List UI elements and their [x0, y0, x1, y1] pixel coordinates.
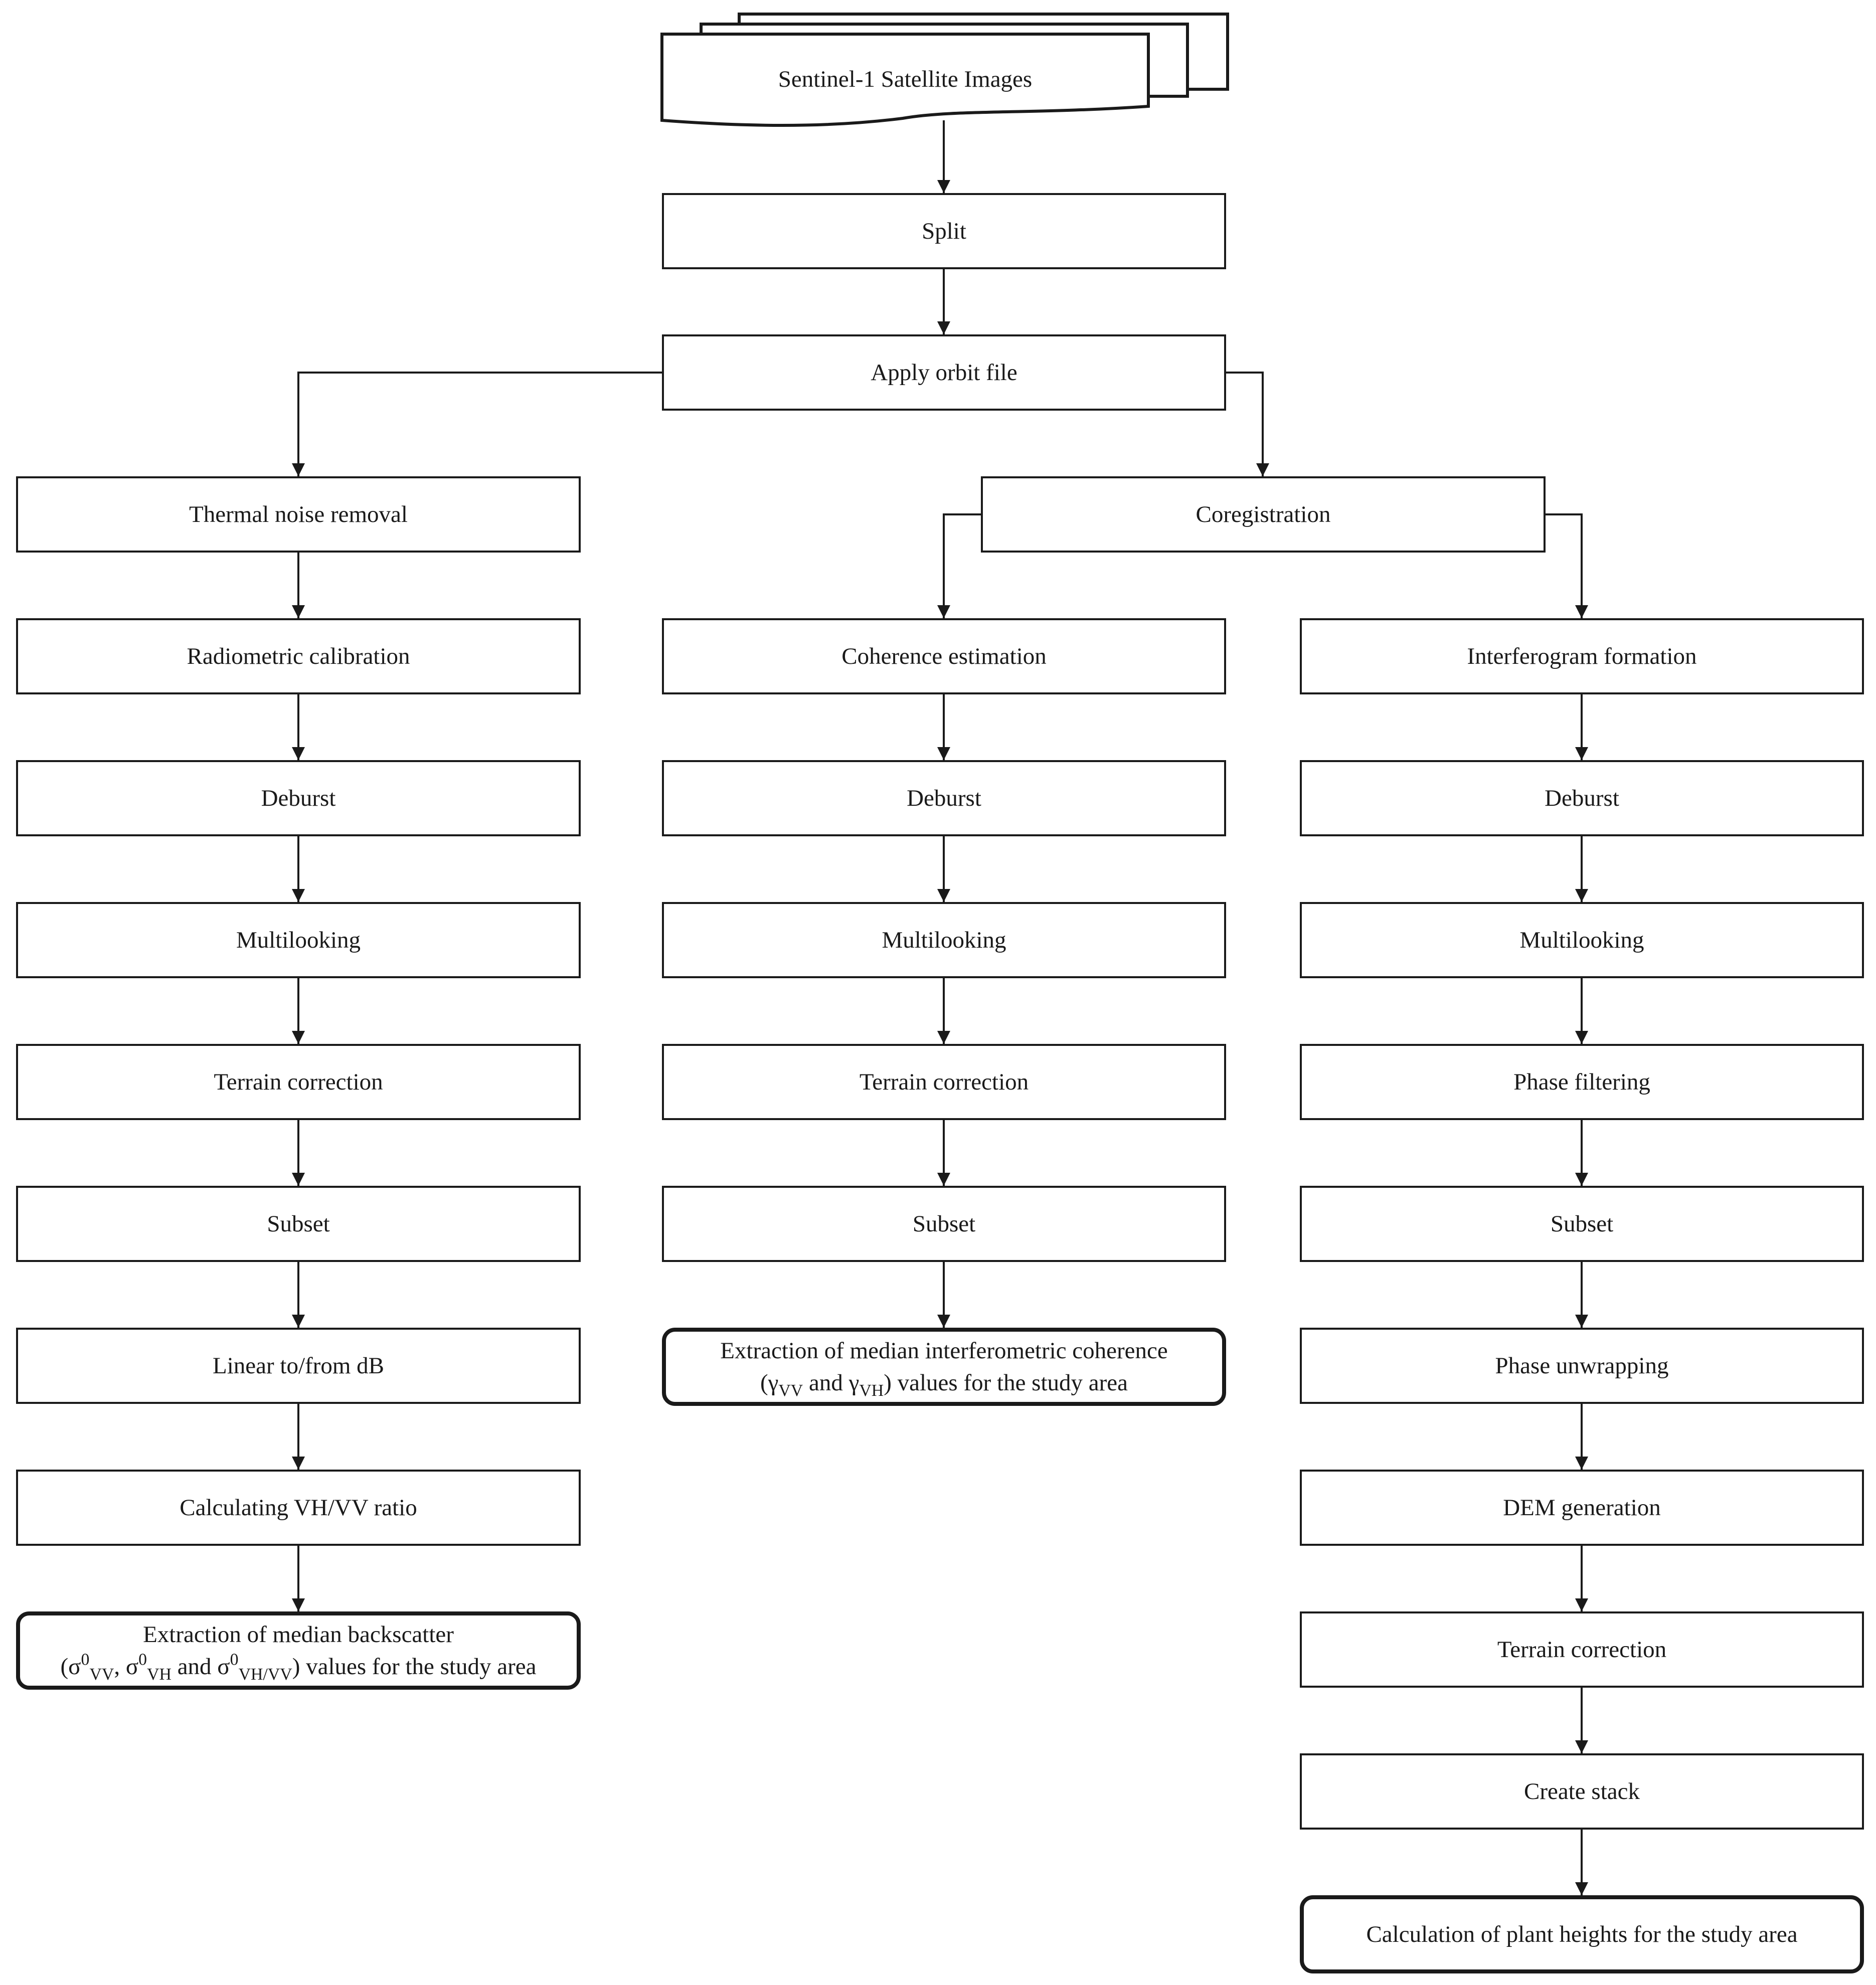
- interferogram-output: Calculation of plant heights for the stu…: [1300, 1895, 1864, 1973]
- backscatter-output-text: Extraction of median backscatter (σ0VV, …: [61, 1618, 537, 1683]
- interferogram-step-subset: Subset: [1300, 1186, 1864, 1262]
- coherence-output: Extraction of median interferometric coh…: [662, 1328, 1226, 1406]
- apply-orbit-step: Apply orbit file: [662, 334, 1226, 411]
- arrow-orbit-to-thermal: [292, 372, 662, 476]
- source-document-stack: [660, 13, 1229, 127]
- backscatter-step-linear-db: Linear to/from dB: [16, 1328, 581, 1404]
- interferogram-step-deburst: Deburst: [1300, 760, 1864, 836]
- interferogram-step-phase-filtering: Phase filtering: [1300, 1044, 1864, 1120]
- step-label: Terrain correction: [1497, 1637, 1667, 1663]
- backscatter-step-thermal-noise: Thermal noise removal: [16, 476, 581, 553]
- step-label: Multilooking: [882, 927, 1006, 953]
- arrow-coreg-to-interferogram: [1546, 513, 1588, 618]
- step-label: Calculating VH/VV ratio: [180, 1495, 417, 1521]
- backscatter-step-multilooking: Multilooking: [16, 902, 581, 978]
- step-label: Create stack: [1524, 1778, 1640, 1804]
- step-label: Terrain correction: [214, 1069, 383, 1095]
- source-label-text: Sentinel-1 Satellite Images: [778, 66, 1033, 92]
- output-close: ) values for the study area: [884, 1370, 1128, 1396]
- interferogram-step-dem-generation: DEM generation: [1300, 1470, 1864, 1546]
- output-sep-a: , σ: [114, 1654, 139, 1680]
- interferogram-output-text: Calculation of plant heights for the stu…: [1366, 1921, 1798, 1947]
- step-label: Subset: [267, 1211, 330, 1237]
- sigma-sup-a: 0: [81, 1650, 90, 1669]
- split-step: Split: [662, 193, 1226, 269]
- sigma-sup-c: 0: [230, 1650, 239, 1669]
- output-sep: and γ: [803, 1370, 860, 1396]
- interferogram-step-create-stack: Create stack: [1300, 1753, 1864, 1830]
- backscatter-step-vh-vv-ratio: Calculating VH/VV ratio: [16, 1470, 581, 1546]
- sigma-sub-vh-vv: VH/VV: [238, 1665, 292, 1684]
- apply-orbit-label: Apply orbit file: [871, 359, 1017, 386]
- coherence-step-estimation: Coherence estimation: [662, 618, 1226, 694]
- output-open: (γ: [760, 1370, 779, 1396]
- output-line-1: Extraction of median interferometric coh…: [720, 1338, 1168, 1364]
- backscatter-step-radiometric-calibration: Radiometric calibration: [16, 618, 581, 694]
- split-label: Split: [922, 218, 966, 244]
- interferogram-step-formation: Interferogram formation: [1300, 618, 1864, 694]
- backscatter-step-terrain-correction: Terrain correction: [16, 1044, 581, 1120]
- step-label: Interferogram formation: [1467, 643, 1697, 669]
- output-line-1: Extraction of median backscatter: [143, 1621, 454, 1648]
- sigma-sub-vh: VH: [147, 1665, 172, 1684]
- document-page-front: [660, 33, 1150, 127]
- interferogram-step-terrain-correction: Terrain correction: [1300, 1611, 1864, 1688]
- gamma-sub-vh: VH: [859, 1381, 884, 1400]
- backscatter-step-deburst: Deburst: [16, 760, 581, 836]
- backscatter-step-subset: Subset: [16, 1186, 581, 1262]
- interferogram-step-phase-unwrapping: Phase unwrapping: [1300, 1328, 1864, 1404]
- coherence-step-subset: Subset: [662, 1186, 1226, 1262]
- step-label: Coherence estimation: [841, 643, 1047, 669]
- source-label: Sentinel-1 Satellite Images: [662, 59, 1148, 99]
- backscatter-output: Extraction of median backscatter (σ0VV, …: [16, 1611, 581, 1690]
- step-label: Deburst: [1545, 785, 1619, 811]
- coherence-step-terrain-correction: Terrain correction: [662, 1044, 1226, 1120]
- step-label: Subset: [912, 1211, 976, 1237]
- step-label: Radiometric calibration: [187, 643, 410, 669]
- step-label: Phase unwrapping: [1495, 1353, 1669, 1379]
- coherence-step-multilooking: Multilooking: [662, 902, 1226, 978]
- step-label: Deburst: [907, 785, 981, 811]
- sigma-sup-b: 0: [138, 1650, 147, 1669]
- coherence-output-text: Extraction of median interferometric coh…: [720, 1335, 1168, 1399]
- output-sep-b: and σ: [171, 1654, 230, 1680]
- step-label: Multilooking: [236, 927, 361, 953]
- arrow-orbit-to-coregistration: [1226, 372, 1269, 476]
- step-label: Phase filtering: [1513, 1069, 1650, 1095]
- arrow-coreg-to-coherence: [937, 513, 981, 618]
- step-label: Multilooking: [1519, 927, 1644, 953]
- step-label: Deburst: [261, 785, 336, 811]
- sigma-sub-vv: VV: [89, 1665, 114, 1684]
- step-label: Thermal noise removal: [189, 501, 408, 527]
- coregistration-step: Coregistration: [981, 476, 1546, 553]
- gamma-sub-vv: VV: [778, 1381, 803, 1400]
- step-label: Linear to/from dB: [213, 1353, 384, 1379]
- output-close: ) values for the study area: [292, 1654, 537, 1680]
- interferogram-step-multilooking: Multilooking: [1300, 902, 1864, 978]
- output-open: (σ: [60, 1654, 81, 1680]
- connector-lines: [292, 120, 1588, 1895]
- coregistration-label: Coregistration: [1196, 501, 1331, 527]
- step-label: DEM generation: [1503, 1495, 1661, 1521]
- coherence-step-deburst: Deburst: [662, 760, 1226, 836]
- step-label: Subset: [1550, 1211, 1614, 1237]
- step-label: Terrain correction: [859, 1069, 1029, 1095]
